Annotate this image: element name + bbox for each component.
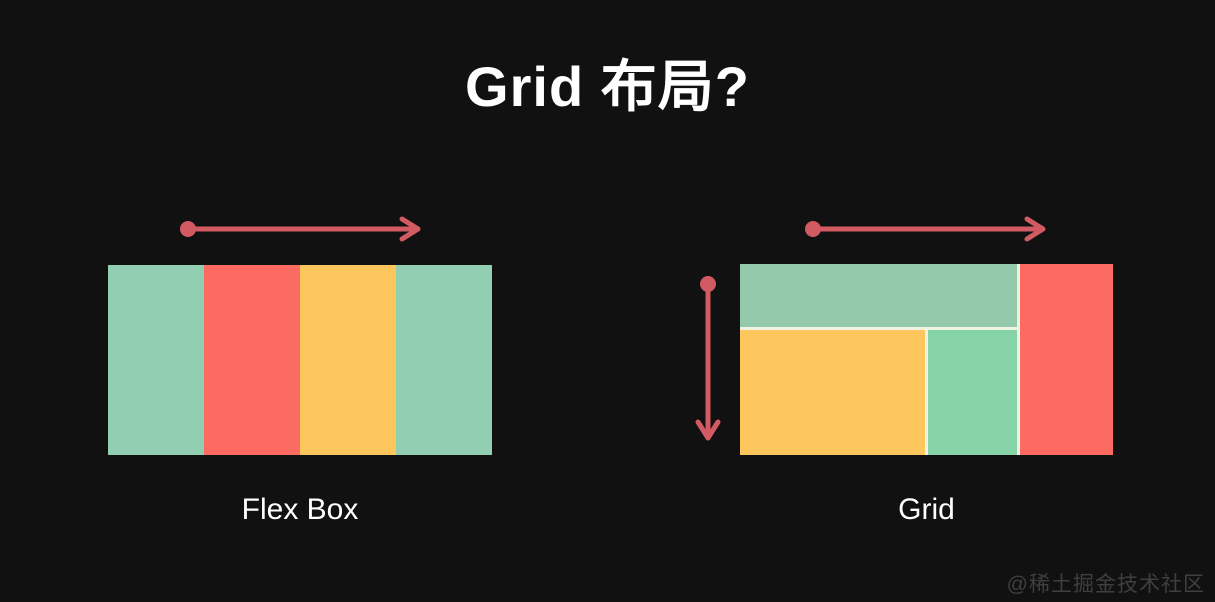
grid-row-axis-arrow-icon bbox=[805, 216, 1046, 242]
grid-header-top-span bbox=[740, 264, 1017, 327]
watermark: @稀土掘金技术社区 bbox=[1006, 573, 1205, 596]
grid-sidebar-right-full bbox=[1020, 264, 1113, 455]
flexbox-container bbox=[108, 265, 492, 455]
grid-column-axis-arrow-icon bbox=[695, 276, 721, 441]
flex-main-axis-arrow-icon bbox=[180, 216, 421, 242]
flex-item-4 bbox=[396, 265, 492, 455]
grid-label: Grid bbox=[898, 493, 955, 526]
flex-item-2 bbox=[204, 265, 300, 455]
grid-container bbox=[740, 264, 1113, 455]
grid-aside-bottom-middle bbox=[928, 330, 1017, 455]
flex-item-3 bbox=[300, 265, 396, 455]
grid-main-bottom-left bbox=[740, 330, 925, 455]
flex-item-1 bbox=[108, 265, 204, 455]
page-title: Grid 布局? bbox=[465, 55, 750, 118]
flexbox-label: Flex Box bbox=[241, 493, 359, 526]
